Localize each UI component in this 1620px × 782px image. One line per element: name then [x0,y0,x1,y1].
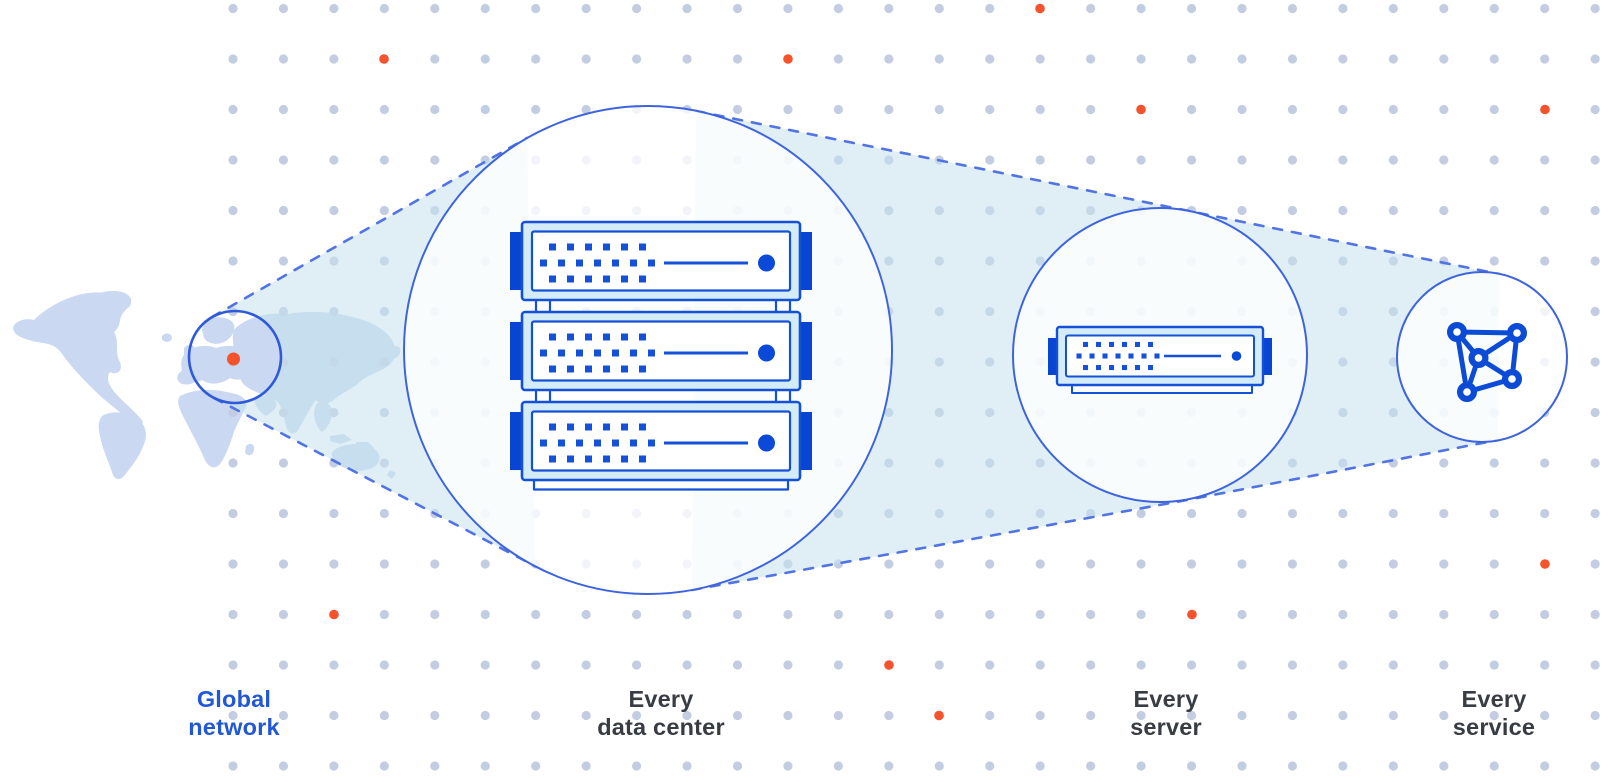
server-unit [510,400,812,482]
orange-dot [1187,609,1197,620]
global-network-circle [187,309,283,405]
label-every-data-center: Every data center [597,686,725,740]
orange-dot [783,54,793,64]
orange-dot [379,54,389,64]
location-dot [227,352,240,366]
server-unit [510,220,812,302]
orange-accent-dots [329,3,1550,721]
server-rack [510,220,812,491]
orange-dot [884,660,894,670]
orange-dot [1540,104,1550,115]
single-server [1048,325,1272,394]
orange-dot [1035,3,1045,14]
label-global-network: Global network [188,686,280,740]
server-unit [510,310,812,392]
label-every-server: Every server [1130,686,1202,740]
orange-dot [329,609,339,620]
orange-dot [934,710,944,721]
mesh-network-icon [1446,322,1527,403]
label-every-service: Every service [1452,686,1536,740]
orange-dot [1540,559,1550,569]
orange-dot [1136,104,1146,115]
